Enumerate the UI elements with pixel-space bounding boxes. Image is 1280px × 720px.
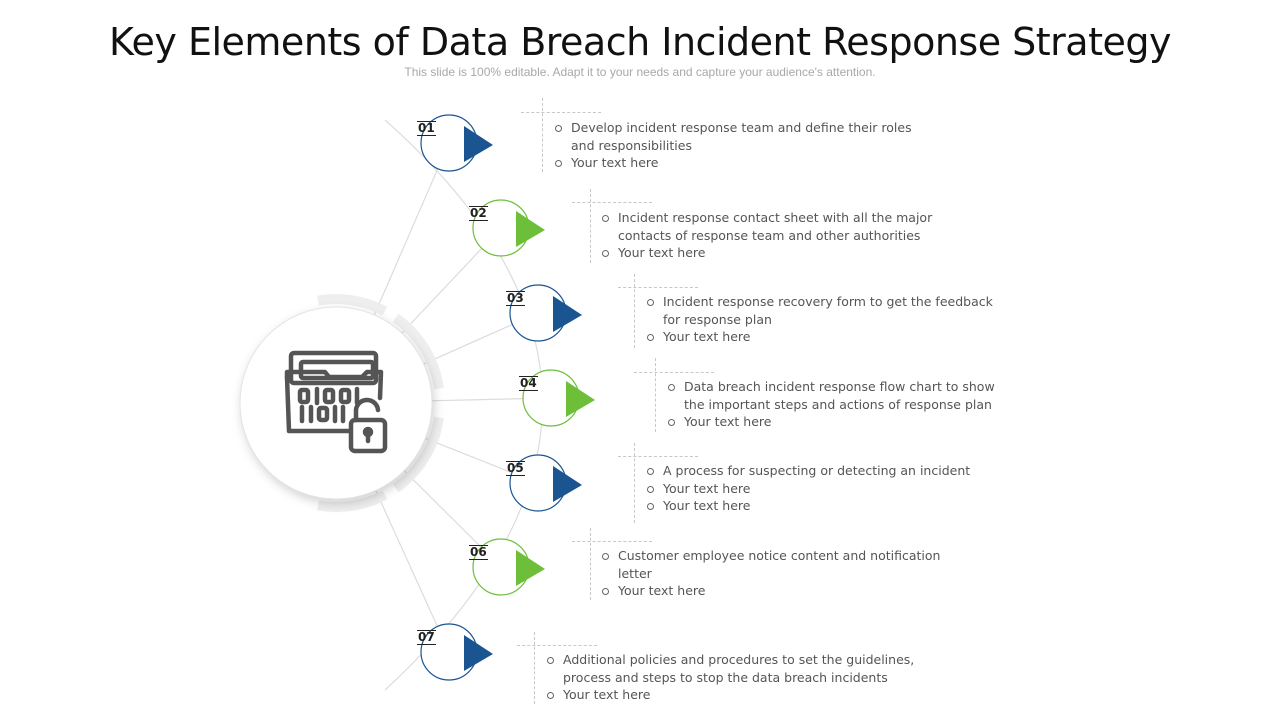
bullet-item: Customer employee notice content and not… bbox=[600, 547, 960, 582]
step-number: 04 bbox=[519, 376, 538, 391]
step-number: 02 bbox=[469, 206, 488, 221]
hub-circle bbox=[239, 306, 433, 500]
bullet-item: Incident response contact sheet with all… bbox=[600, 209, 960, 244]
step-text-07: Additional policies and procedures to se… bbox=[545, 651, 945, 704]
step-text-03: Incident response recovery form to get t… bbox=[645, 293, 1005, 346]
guide-dash-vertical bbox=[634, 274, 635, 348]
bullet-item: Your text here bbox=[645, 480, 1005, 498]
guide-dash-horizontal bbox=[618, 456, 698, 457]
guide-dash-vertical bbox=[542, 98, 543, 172]
bullet-item: Your text here bbox=[645, 497, 1005, 515]
guide-dash-vertical bbox=[590, 528, 591, 600]
guide-dash-vertical bbox=[534, 632, 535, 704]
hub-arc-segment-2 bbox=[392, 313, 444, 390]
bullet-item: Your text here bbox=[600, 244, 960, 262]
bullet-item: Incident response recovery form to get t… bbox=[645, 293, 1005, 328]
guide-dash-vertical bbox=[634, 443, 635, 523]
step-node-07 bbox=[420, 623, 493, 681]
guide-dash-horizontal bbox=[634, 372, 714, 373]
step-text-05: A process for suspecting or detecting an… bbox=[645, 462, 1005, 515]
step-number: 01 bbox=[417, 121, 436, 136]
step-number: 03 bbox=[506, 291, 525, 306]
bullet-item: Your text here bbox=[553, 154, 913, 172]
play-arrow-icon bbox=[566, 381, 595, 417]
bullet-item: Your text here bbox=[645, 328, 1005, 346]
play-arrow-icon bbox=[553, 296, 582, 332]
hub-arc-segment-4 bbox=[317, 490, 388, 512]
guide-dash-horizontal bbox=[572, 202, 652, 203]
slide-subtitle: This slide is 100% editable. Adapt it to… bbox=[404, 65, 876, 79]
data-folder-unlocked-padlock-icon bbox=[284, 350, 388, 454]
step-node-02 bbox=[472, 199, 545, 257]
step-text-01: Develop incident response team and defin… bbox=[553, 119, 913, 172]
guide-dash-vertical bbox=[655, 358, 656, 432]
step-number: 05 bbox=[506, 461, 525, 476]
bullet-item: Develop incident response team and defin… bbox=[553, 119, 913, 154]
step-number: 06 bbox=[469, 545, 488, 560]
guide-dash-horizontal bbox=[521, 112, 601, 113]
bullet-item: Your text here bbox=[666, 413, 1006, 431]
step-node-01 bbox=[420, 114, 493, 172]
step-node-05 bbox=[509, 454, 582, 512]
step-node-04 bbox=[522, 369, 595, 427]
bullet-item: Additional policies and procedures to se… bbox=[545, 651, 945, 686]
play-arrow-icon bbox=[464, 126, 493, 162]
play-arrow-icon bbox=[553, 466, 582, 502]
guide-dash-horizontal bbox=[517, 645, 597, 646]
play-arrow-icon bbox=[516, 211, 545, 247]
hub-arc-segment-1 bbox=[317, 294, 388, 316]
step-number: 07 bbox=[417, 630, 436, 645]
slide-title: Key Elements of Data Breach Incident Res… bbox=[109, 20, 1171, 64]
step-node-06 bbox=[472, 538, 545, 596]
play-arrow-icon bbox=[516, 550, 545, 586]
guide-dash-horizontal bbox=[618, 287, 698, 288]
bullet-item: A process for suspecting or detecting an… bbox=[645, 462, 1005, 480]
bullet-item: Your text here bbox=[545, 686, 945, 704]
hub-arc-segment-3 bbox=[392, 416, 444, 493]
guide-dash-horizontal bbox=[572, 541, 652, 542]
hub-arc-segments bbox=[317, 294, 444, 512]
play-arrow-icon bbox=[464, 635, 493, 671]
step-text-04: Data breach incident response flow chart… bbox=[666, 378, 1006, 431]
step-text-02: Incident response contact sheet with all… bbox=[600, 209, 960, 262]
step-text-06: Customer employee notice content and not… bbox=[600, 547, 960, 600]
step-node-03 bbox=[509, 284, 582, 342]
guide-dash-vertical bbox=[590, 189, 591, 263]
bullet-item: Your text here bbox=[600, 582, 960, 600]
bullet-item: Data breach incident response flow chart… bbox=[666, 378, 1006, 413]
step-nodes bbox=[420, 114, 595, 681]
